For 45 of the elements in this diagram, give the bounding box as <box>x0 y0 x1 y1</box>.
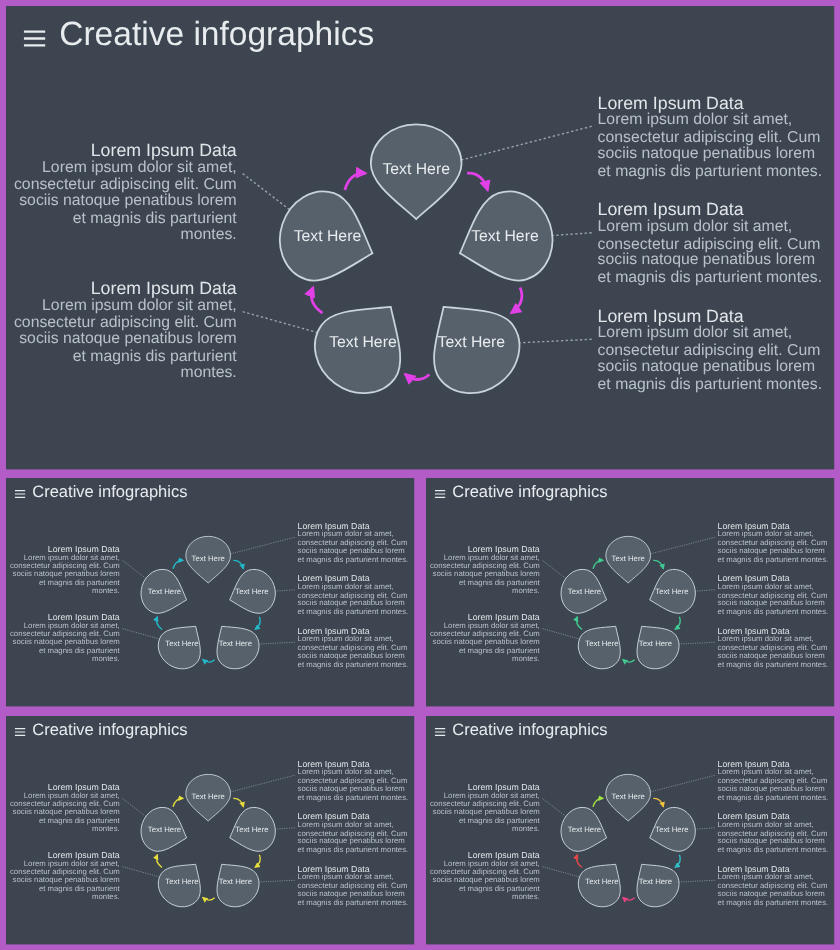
slide-panel <box>6 6 835 470</box>
slide-panel <box>6 716 415 945</box>
leader-line <box>461 125 593 161</box>
slide-title: Creative infographics <box>452 482 608 503</box>
leader-line <box>241 310 319 334</box>
text-heading: Lorem Ipsum Data <box>88 140 237 160</box>
leader-line <box>241 172 291 211</box>
arrow <box>652 559 665 570</box>
slide-title: Creative infographics <box>59 15 375 56</box>
arrow <box>201 658 216 665</box>
leader-line <box>551 232 593 237</box>
arrow <box>652 797 665 808</box>
text-heading: Lorem Ipsum Data <box>88 278 237 298</box>
slide-title: Creative infographics <box>452 720 608 741</box>
arrow <box>201 896 216 903</box>
slide-title: Creative infographics <box>32 482 188 503</box>
arrow <box>254 616 261 630</box>
arrow <box>232 559 245 570</box>
arrow <box>674 854 681 868</box>
slide-panel <box>426 478 835 707</box>
arrow <box>254 854 261 868</box>
arrow <box>343 167 368 191</box>
arrow <box>304 285 324 315</box>
text-heading: Lorem Ipsum Data <box>597 92 744 113</box>
leader-line <box>518 338 593 344</box>
arrow <box>403 372 431 385</box>
arrow <box>621 896 636 903</box>
arrow <box>172 557 185 570</box>
arrow <box>592 557 605 570</box>
slide-panel <box>426 716 835 945</box>
arrow <box>153 853 163 869</box>
arrow <box>674 616 681 630</box>
arrow <box>592 795 605 808</box>
text-heading: Lorem Ipsum Data <box>597 305 744 326</box>
arrow <box>153 615 163 631</box>
text-heading: Lorem Ipsum Data <box>597 199 746 219</box>
arrow <box>467 171 491 193</box>
arrow <box>172 795 185 808</box>
arrow <box>232 797 245 808</box>
arrow <box>573 853 583 869</box>
slide-panel <box>6 478 415 707</box>
arrow <box>509 286 524 315</box>
arrow <box>573 615 583 631</box>
arrow <box>621 658 636 665</box>
slide-title: Creative infographics <box>32 720 188 741</box>
